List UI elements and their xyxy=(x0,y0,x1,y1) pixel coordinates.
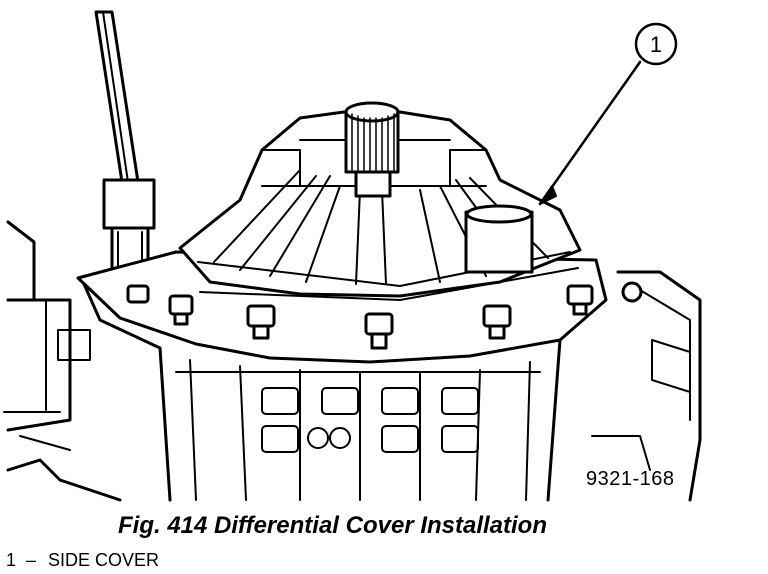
figure-code: 9321-168 xyxy=(586,468,675,490)
transmission-housing-left xyxy=(3,220,122,502)
differential-cover-illustration: 1 xyxy=(3,10,702,502)
bolt xyxy=(482,304,512,340)
bolt xyxy=(566,284,594,316)
side-cover xyxy=(178,110,582,301)
transmission-housing-right xyxy=(591,270,702,502)
bolt xyxy=(364,312,394,350)
shift-rod xyxy=(94,10,156,286)
legend: 1–SIDE COVER xyxy=(6,550,159,571)
legend-item-number: 1 xyxy=(6,550,17,570)
legend-item-label: SIDE COVER xyxy=(48,550,160,570)
legend-item-separator: – xyxy=(26,550,37,570)
bolt xyxy=(168,294,194,326)
output-shaft xyxy=(344,101,400,198)
bolt xyxy=(246,304,276,340)
figure-caption: Fig. 414 Differential Cover Installation xyxy=(118,512,547,539)
callout-number: 1 xyxy=(650,32,662,57)
bolt xyxy=(126,284,150,304)
cover-bolts xyxy=(126,284,594,350)
legend-item: 1–SIDE COVER xyxy=(6,550,159,571)
callout-1: 1 xyxy=(538,22,678,206)
